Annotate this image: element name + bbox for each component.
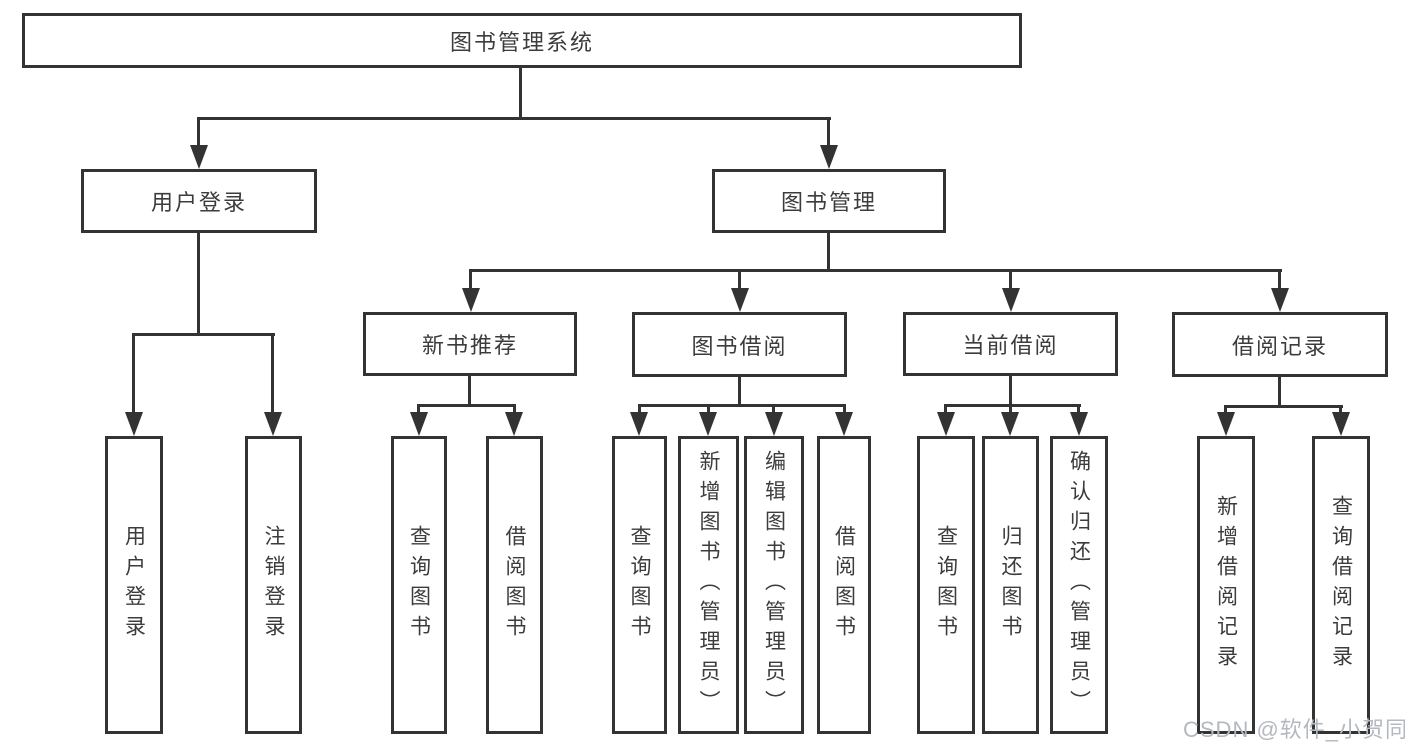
connector-line	[1009, 404, 1012, 414]
node-book-borrow: 图书借阅	[632, 312, 847, 377]
node-label: 图书管理	[780, 190, 877, 215]
leaf-add-book-admin: 新增图书（管理员）	[678, 436, 739, 734]
leaf-borrow-books: 借阅图书	[817, 436, 871, 734]
leaf-logout: 注销登录	[245, 436, 302, 734]
connector-line	[827, 231, 830, 272]
leaf-query-borrow-record: 查询借阅记录	[1312, 436, 1370, 734]
connector-line	[197, 117, 831, 120]
connector-line	[1009, 374, 1012, 407]
arrow-down-icon	[835, 412, 853, 436]
arrow-down-icon	[699, 412, 717, 436]
node-label: 新书推荐	[421, 333, 518, 358]
node-new-book-recommend: 新书推荐	[363, 312, 577, 376]
arrow-down-icon	[1002, 288, 1020, 312]
connector-line	[1009, 269, 1012, 292]
connector-line	[738, 269, 741, 292]
arrow-down-icon	[820, 145, 838, 169]
connector-line	[1224, 405, 1227, 414]
leaf-label: 借阅图书	[832, 525, 856, 645]
leaf-label: 编辑图书（管理员）	[762, 450, 786, 720]
leaf-label: 新增借阅记录	[1214, 495, 1238, 675]
arrow-down-icon	[1332, 412, 1350, 436]
arrow-down-icon	[937, 412, 955, 436]
node-label: 用户登录	[150, 190, 247, 215]
leaf-label: 归还图书	[999, 525, 1022, 645]
arrow-down-icon	[190, 145, 208, 169]
node-label: 图书借阅	[691, 333, 788, 359]
arrow-down-icon	[765, 412, 783, 436]
node-user-login: 用户登录	[81, 169, 317, 233]
arrow-down-icon	[1271, 288, 1289, 312]
connector-line	[519, 66, 522, 120]
node-label: 借阅记录	[1231, 333, 1328, 359]
node-borrow-record: 借阅记录	[1172, 312, 1388, 377]
arrow-down-icon	[1217, 412, 1235, 436]
leaf-label: 查询图书	[934, 525, 958, 645]
arrow-down-icon	[462, 288, 480, 312]
leaf-confirm-return-admin: 确认归还（管理员）	[1050, 436, 1108, 734]
node-root-library-system: 图书管理系统	[22, 13, 1022, 68]
leaf-user-login: 用户登录	[105, 436, 163, 734]
connector-line	[417, 404, 420, 414]
connector-line	[738, 375, 741, 407]
arrow-down-icon	[264, 412, 282, 436]
leaf-label: 查询借阅记录	[1329, 495, 1353, 675]
node-current-borrow: 当前借阅	[903, 312, 1118, 376]
connector-line	[1224, 405, 1343, 408]
leaf-add-borrow-record: 新增借阅记录	[1197, 436, 1255, 734]
connector-line	[1278, 375, 1281, 408]
node-label: 当前借阅	[962, 333, 1059, 358]
leaf-query-books-borrow: 查询图书	[612, 436, 667, 734]
node-label: 图书管理系统	[449, 29, 594, 55]
leaf-label: 用户登录	[122, 525, 146, 645]
connector-line	[469, 269, 472, 292]
leaf-return-book: 归还图书	[982, 436, 1039, 734]
connector-line	[1339, 405, 1342, 414]
leaf-label: 借阅图书	[503, 525, 526, 645]
node-book-management: 图书管理	[712, 169, 946, 233]
arrow-down-icon	[125, 412, 143, 436]
connector-line	[417, 404, 516, 407]
leaf-label: 查询图书	[407, 525, 431, 645]
connector-line	[271, 333, 274, 414]
watermark: CSDN @软件_小贺同学	[1183, 717, 1405, 742]
connector-line	[132, 333, 275, 336]
arrow-down-icon	[410, 412, 428, 436]
leaf-label: 查询图书	[628, 525, 651, 645]
connector-line	[469, 269, 1282, 272]
leaf-label: 新增图书（管理员）	[697, 450, 720, 720]
connector-line	[132, 333, 135, 414]
connector-line	[197, 231, 200, 335]
connector-line	[197, 117, 200, 147]
arrow-down-icon	[1001, 412, 1019, 436]
connector-line	[638, 404, 641, 414]
leaf-query-books-recommend: 查询图书	[391, 436, 447, 734]
connector-line	[827, 117, 830, 147]
leaf-label: 确认归还（管理员）	[1067, 450, 1091, 720]
connector-line	[1077, 404, 1080, 414]
connector-line	[707, 404, 710, 414]
leaf-label: 注销登录	[262, 525, 285, 645]
arrow-down-icon	[731, 288, 749, 312]
connector-line	[468, 374, 471, 407]
connector-line	[944, 404, 1081, 407]
connector-line	[843, 404, 846, 414]
connector-line	[772, 404, 775, 414]
connector-line	[513, 404, 516, 414]
leaf-query-books-current: 查询图书	[917, 436, 975, 734]
connector-line	[1278, 269, 1281, 292]
arrow-down-icon	[630, 412, 648, 436]
connector-line	[638, 404, 846, 407]
arrow-down-icon	[1070, 412, 1088, 436]
connector-line	[944, 404, 947, 414]
arrow-down-icon	[505, 412, 523, 436]
leaf-borrow-books-recommend: 借阅图书	[486, 436, 543, 734]
leaf-edit-book-admin: 编辑图书（管理员）	[744, 436, 804, 734]
